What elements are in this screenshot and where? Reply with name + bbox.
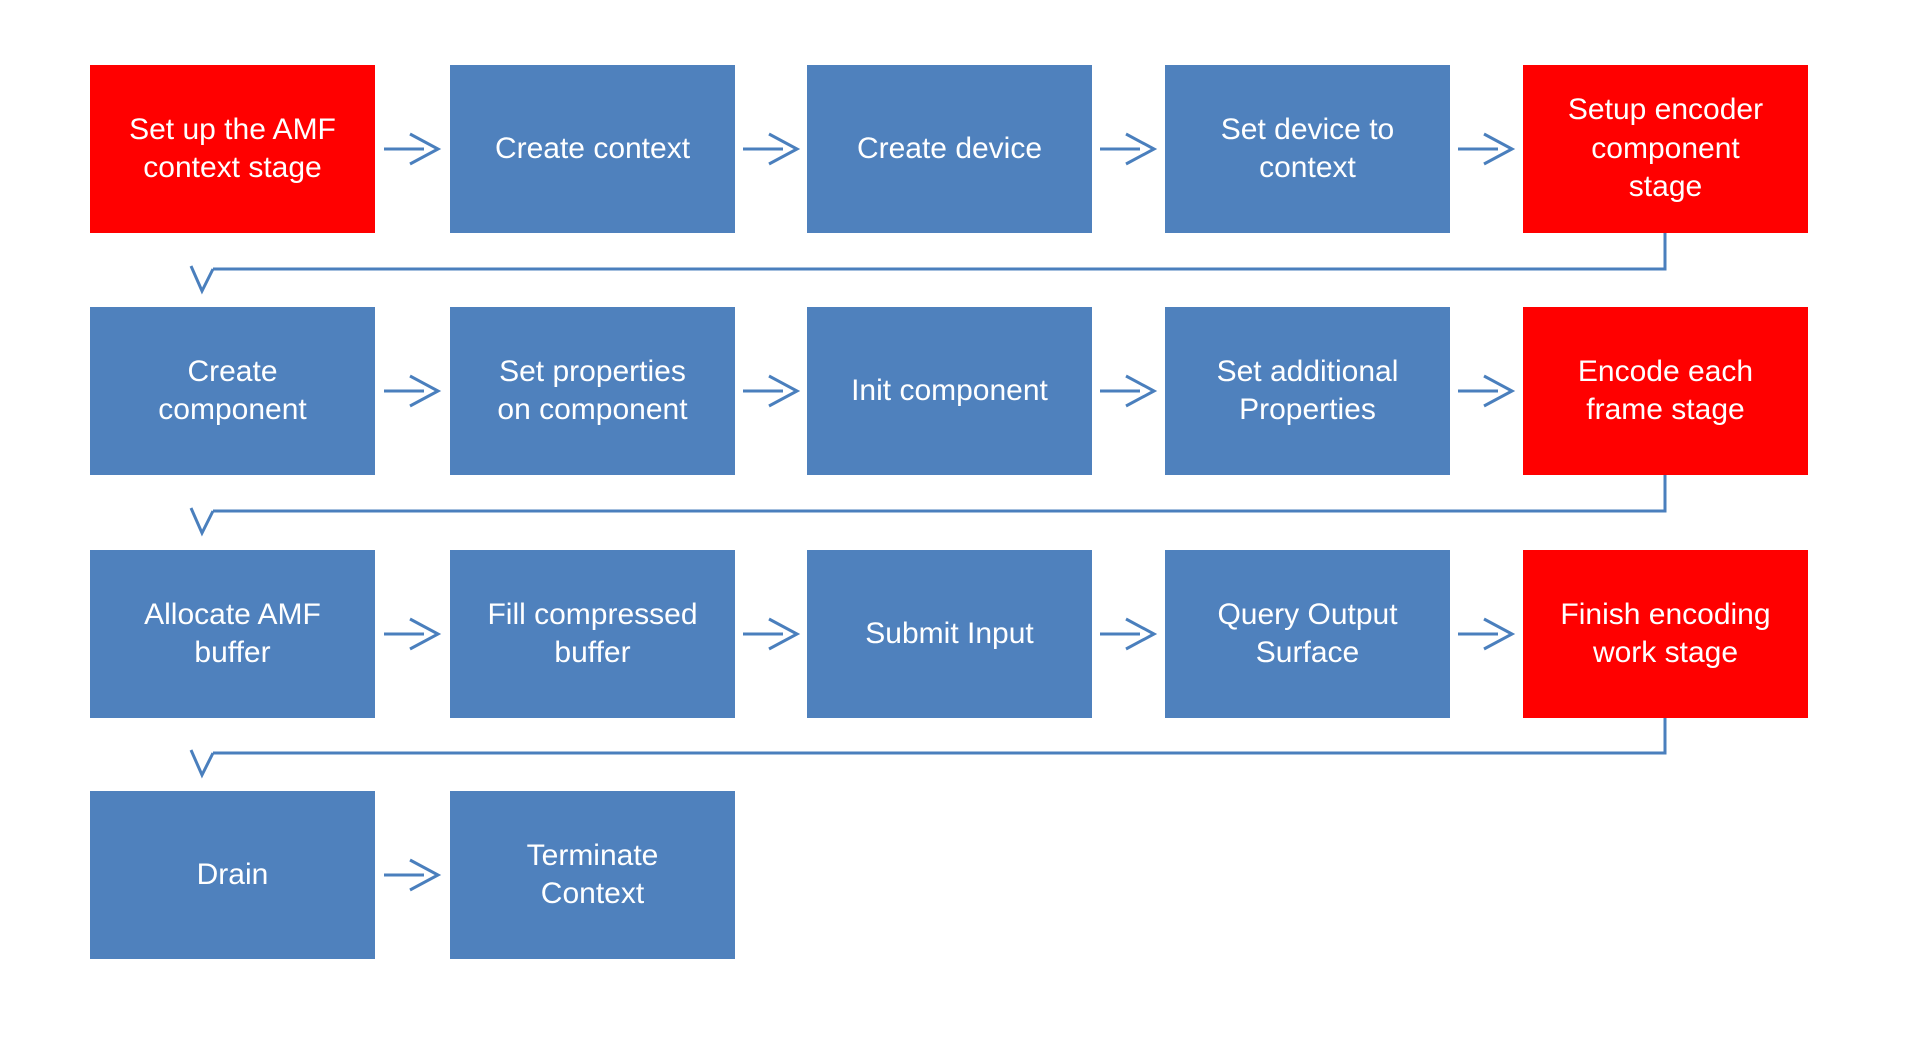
arrow-right-icon: [743, 132, 801, 166]
arrow-right-icon: [384, 132, 442, 166]
arrow-right-icon: [1100, 374, 1158, 408]
flow-box-init-component: Init component: [807, 307, 1092, 475]
flow-box-allocate-amf-buffer: Allocate AMF buffer: [90, 550, 375, 718]
flow-box-encode-each-frame-stage: Encode each frame stage: [1523, 307, 1808, 475]
arrow-right-icon: [384, 374, 442, 408]
flow-box-set-properties-on-component: Set properties on component: [450, 307, 735, 475]
flow-box-setup-encoder-component-stage: Setup encoder component stage: [1523, 65, 1808, 233]
flow-box-create-component: Create component: [90, 307, 375, 475]
flow-box-submit-input: Submit Input: [807, 550, 1092, 718]
flow-box-finish-encoding-work-stage: Finish encoding work stage: [1523, 550, 1808, 718]
flow-box-set-additional-properties: Set additional Properties: [1165, 307, 1450, 475]
row-wrap-connector-arrow: [189, 233, 1667, 295]
flow-box-create-device: Create device: [807, 65, 1092, 233]
arrow-right-icon: [1458, 617, 1516, 651]
flow-box-drain: Drain: [90, 791, 375, 959]
flow-box-query-output-surface: Query Output Surface: [1165, 550, 1450, 718]
flow-box-fill-compressed-buffer: Fill compressed buffer: [450, 550, 735, 718]
arrow-right-icon: [743, 374, 801, 408]
arrow-right-icon: [1458, 374, 1516, 408]
arrow-right-icon: [1458, 132, 1516, 166]
arrow-right-icon: [1100, 132, 1158, 166]
flow-box-set-device-to-context: Set device to context: [1165, 65, 1450, 233]
row-wrap-connector-arrow: [189, 718, 1667, 779]
arrow-right-icon: [384, 858, 442, 892]
flow-box-setup-amf-context-stage: Set up the AMF context stage: [90, 65, 375, 233]
arrow-right-icon: [1100, 617, 1158, 651]
row-wrap-connector-arrow: [189, 475, 1667, 537]
arrow-right-icon: [743, 617, 801, 651]
flow-box-create-context: Create context: [450, 65, 735, 233]
flow-box-terminate-context: Terminate Context: [450, 791, 735, 959]
arrow-right-icon: [384, 617, 442, 651]
